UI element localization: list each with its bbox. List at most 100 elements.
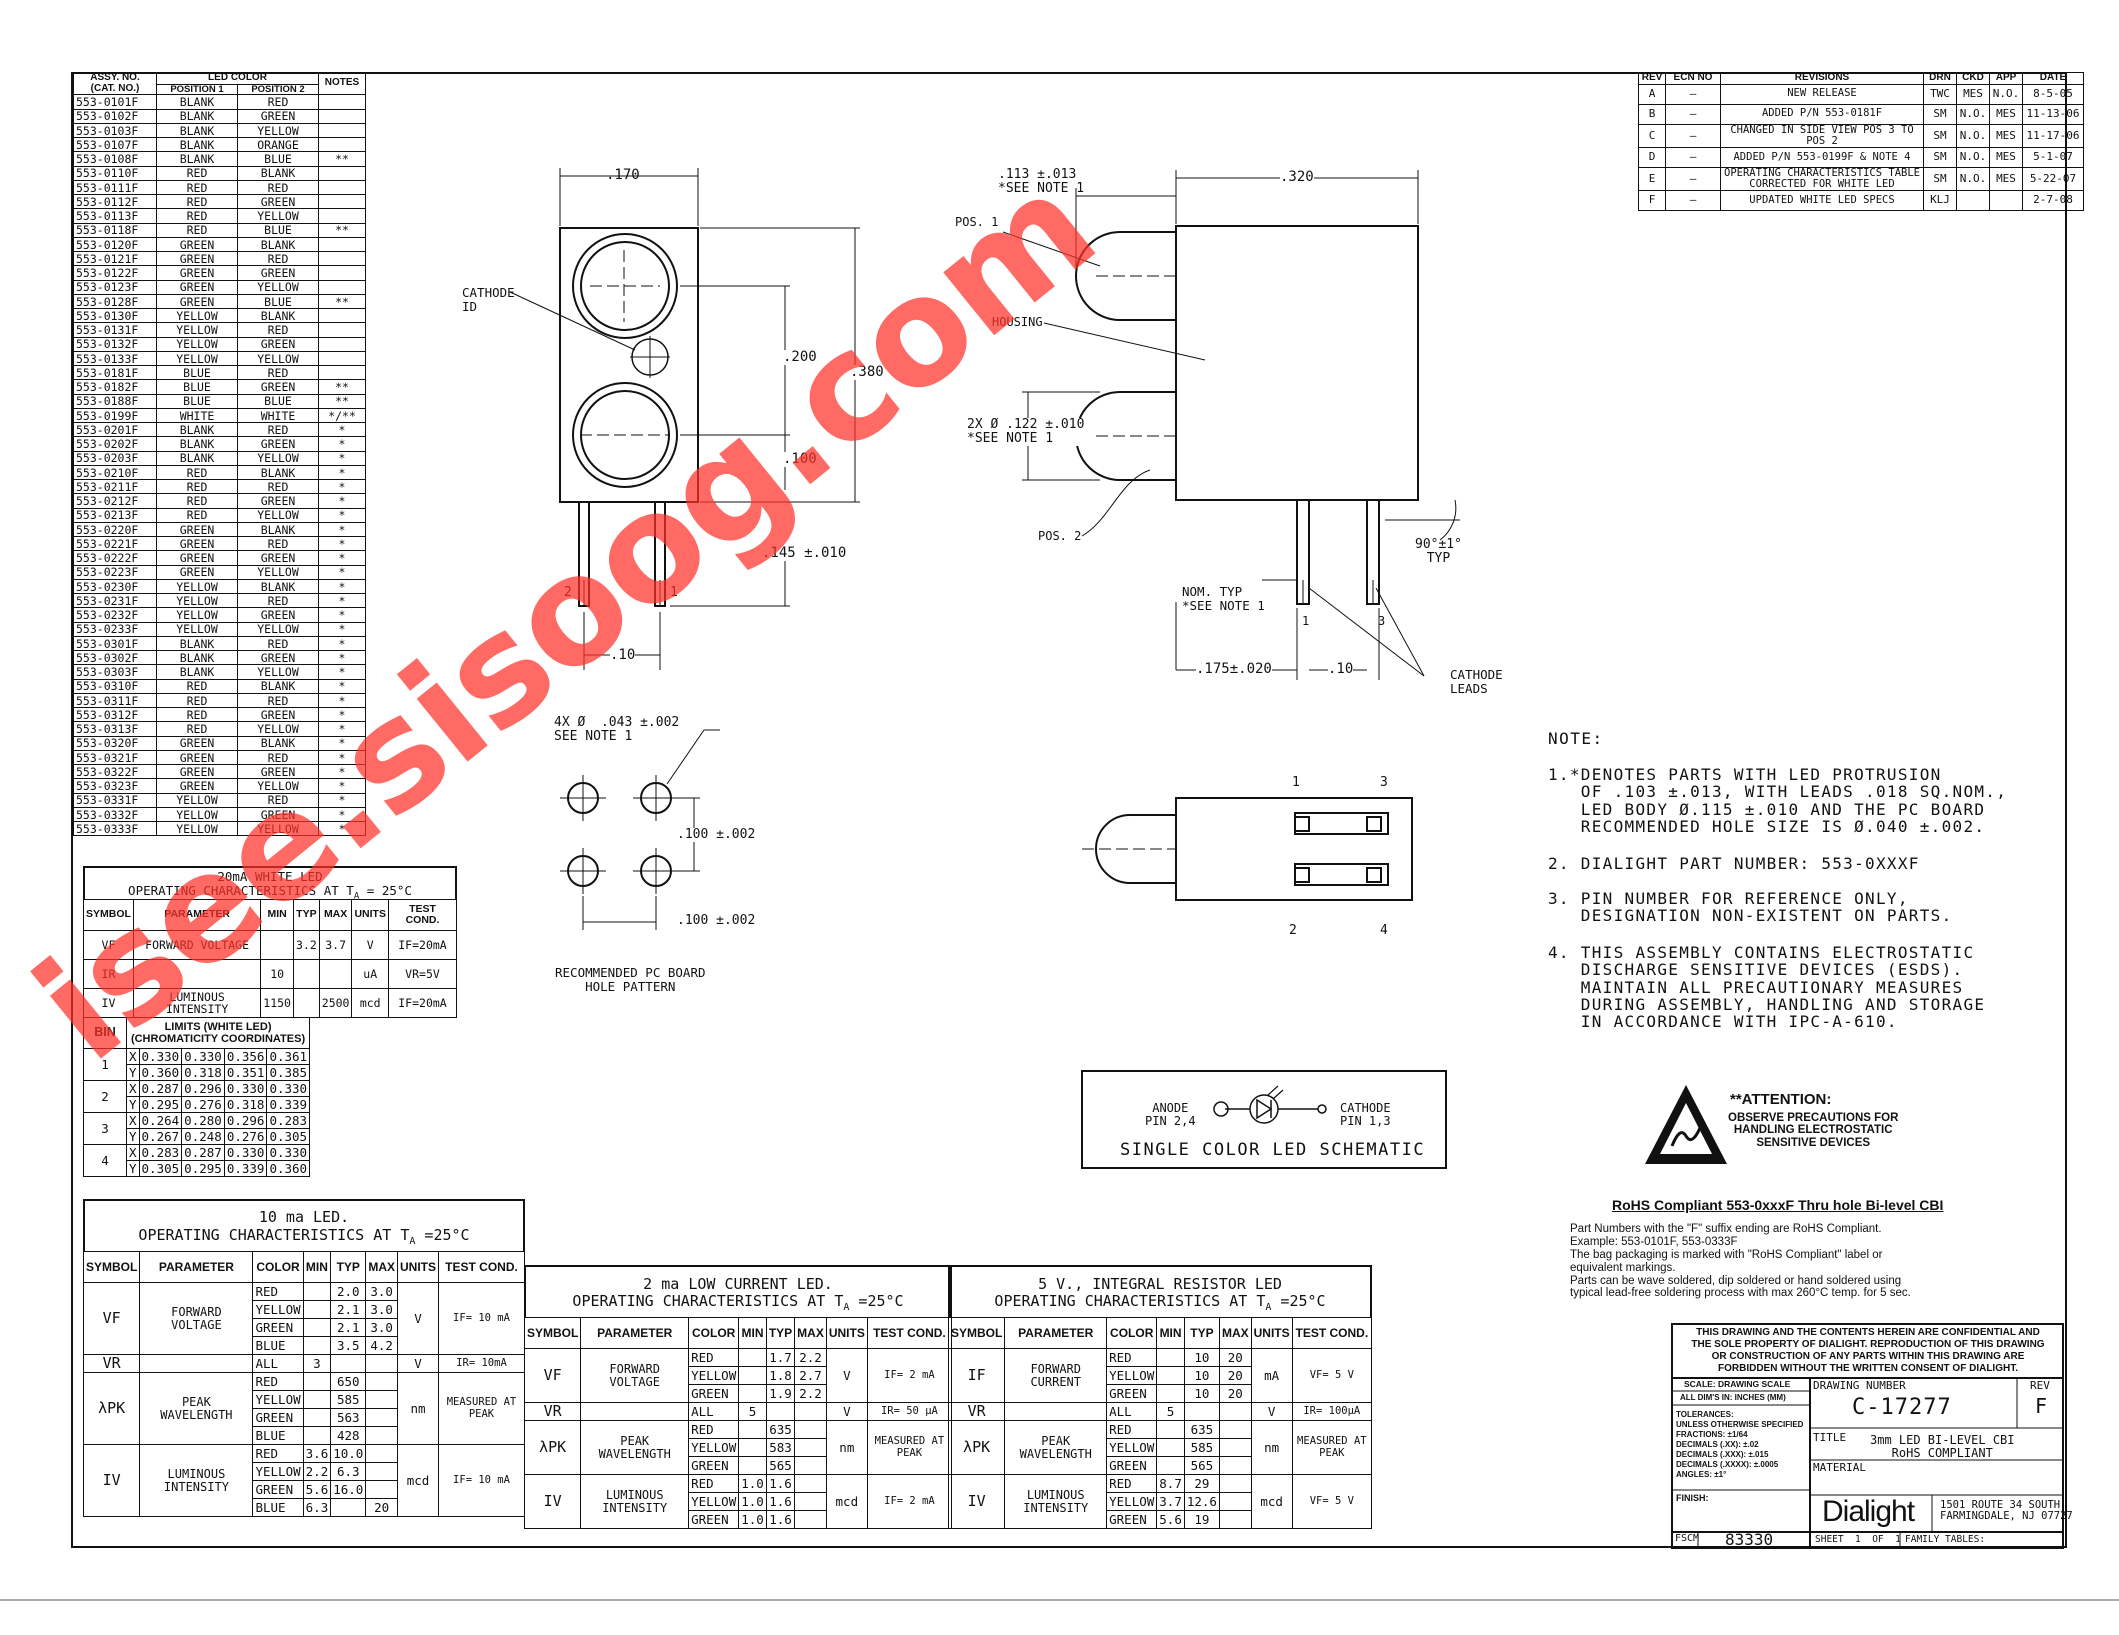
assy-pos2: YELLOW [237,778,319,794]
tbl_2ma-symbol: λPK [523,1420,582,1475]
tbl_10ma-cell: 3.5 [330,1336,367,1355]
tb-title: 3mm LED BI-LEVEL CBI RoHS COMPLIANT [1870,1433,2015,1460]
assy-pos2: BLUE [237,222,319,238]
tbl_2ma-param: PEAK WAVELENGTH [580,1420,690,1475]
tbl_2ma-param: LUMINOUS INTENSITY [580,1474,690,1529]
rev-cell: MES [1989,166,2023,191]
white-led-cell [132,959,262,989]
tbl_5v-param: FORWARD CURRENT [1004,1348,1108,1403]
top-pin-2: 2 [1289,923,1297,938]
tbl-10ma-title: 10 ma LED. OPERATING CHARACTERISTICS AT … [83,1199,525,1251]
tb-title-label: TITLE [1813,1431,1847,1444]
tbl_2ma-cond: IF= 2 mA [866,1348,953,1403]
assy-part: 553-0211F [73,479,157,495]
tbl_2ma-cell: 1.8 [765,1366,796,1385]
tbl_10ma-param: FORWARD VOLTAGE [139,1282,254,1355]
dim-175: .175±.020 [1196,661,1272,678]
tbl_2ma-symbol: IV [523,1474,582,1529]
tbl-2ma-title-1: 2 ma LOW CURRENT LED. [643,1275,833,1293]
assy-part: 553-0201F [73,422,157,438]
tbl_2ma-cell: GREEN [688,1510,740,1529]
rev-cell: C [1638,123,1666,148]
assy-part: 553-0303F [73,664,157,680]
assy-part: 553-0331F [73,792,157,808]
schematic-anode: ANODE PIN 2,4 [1145,1101,1196,1128]
assy-part: 553-0111F [73,179,157,196]
assy-part: 553-0131F [73,322,157,338]
tbl_10ma-header: SYMBOL [82,1251,141,1283]
pcb-caption: RECOMMENDED PC BOARD HOLE PATTERN [555,965,706,994]
tbl_5v-header: TYP [1183,1317,1220,1349]
schematic-caption: SINGLE COLOR LED SCHEMATIC [1120,1140,1426,1160]
dim-nom: NOM. TYP *SEE NOTE 1 [1182,584,1265,613]
tb-tolerances: TOLERANCES: UNLESS OTHERWISE SPECIFIED F… [1676,1410,1804,1479]
label-housing: HOUSING [992,315,1043,329]
dim-10b: .10 [1328,661,1354,678]
attention-title: **ATTENTION: [1730,1091,1832,1108]
tbl_10ma-param: LUMINOUS INTENSITY [139,1444,254,1517]
tbl_2ma-symbol: VF [523,1348,582,1403]
assy-pos2: GREEN [237,806,319,823]
assy-pos1: YELLOW [156,308,238,324]
assy-pos2: GREEN [237,707,319,723]
assy-part: 553-0132F [73,336,157,352]
assy-notes: * [318,821,366,837]
tbl_5v-param: LUMINOUS INTENSITY [1004,1474,1108,1529]
bin-cell: 0.385 [266,1064,311,1081]
rev-row: E—OPERATING CHARACTERISTICS TABLE CORREC… [1638,166,2084,191]
tbl_5v-param: PEAK WAVELENGTH [1004,1420,1108,1475]
assy-header-notes: NOTES [318,71,366,96]
bin-cell: 0.318 [181,1064,225,1081]
tbl_2ma-cell: RED [688,1474,740,1493]
note-1: 1.*DENOTES PARTS WITH LED PROTRUSION OF … [1548,765,2008,836]
tbl_2ma-header: MAX [794,1317,827,1349]
assy-part: 553-0123F [73,279,157,295]
assy-pos1: YELLOW [156,821,238,837]
tbl_10ma-cell: 428 [330,1426,367,1445]
esd-warning-icon [1645,1085,1727,1164]
assy-part: 553-0101F [73,94,157,110]
assy-pos1: GREEN [156,293,238,310]
assy-header-part: ASSY. NO. (CAT. NO.) [73,71,157,96]
tbl_10ma-symbol: IV [82,1444,141,1517]
rev-cell: — [1665,189,1721,211]
tbl_10ma-symbol: λPK [82,1372,141,1445]
white-led-title: 20mA WHITE LED OPERATING CHARACTERISTICS… [83,866,457,901]
tb-sheet: SHEET 1 OF 1 [1815,1534,1901,1545]
tbl_5v-cell: 10 [1183,1366,1220,1385]
bin-number: 4 [83,1144,127,1177]
tbl_10ma-cell: BLUE [252,1498,304,1517]
white-led-header: UNITS [351,899,389,931]
assy-pos1: BLANK [156,650,238,666]
title-block-lines [1671,1323,2064,1549]
white-led-cell: VR=5V [387,959,458,989]
bin-cell: 0.280 [181,1112,225,1129]
dim-380: .380 [850,364,884,381]
tbl_10ma-header: MAX [365,1251,398,1283]
tbl_2ma-cell: 1.7 [765,1348,796,1367]
tbl_10ma-param: PEAK WAVELENGTH [139,1372,254,1445]
rohs-title: RoHS Compliant 553-0xxxF Thru hole Bi-le… [1612,1197,1944,1213]
tbl_5v-cell: YELLOW [1106,1492,1158,1511]
tbl-5v-title-2: OPERATING CHARACTERISTICS AT TA =25°C [994,1292,1326,1313]
